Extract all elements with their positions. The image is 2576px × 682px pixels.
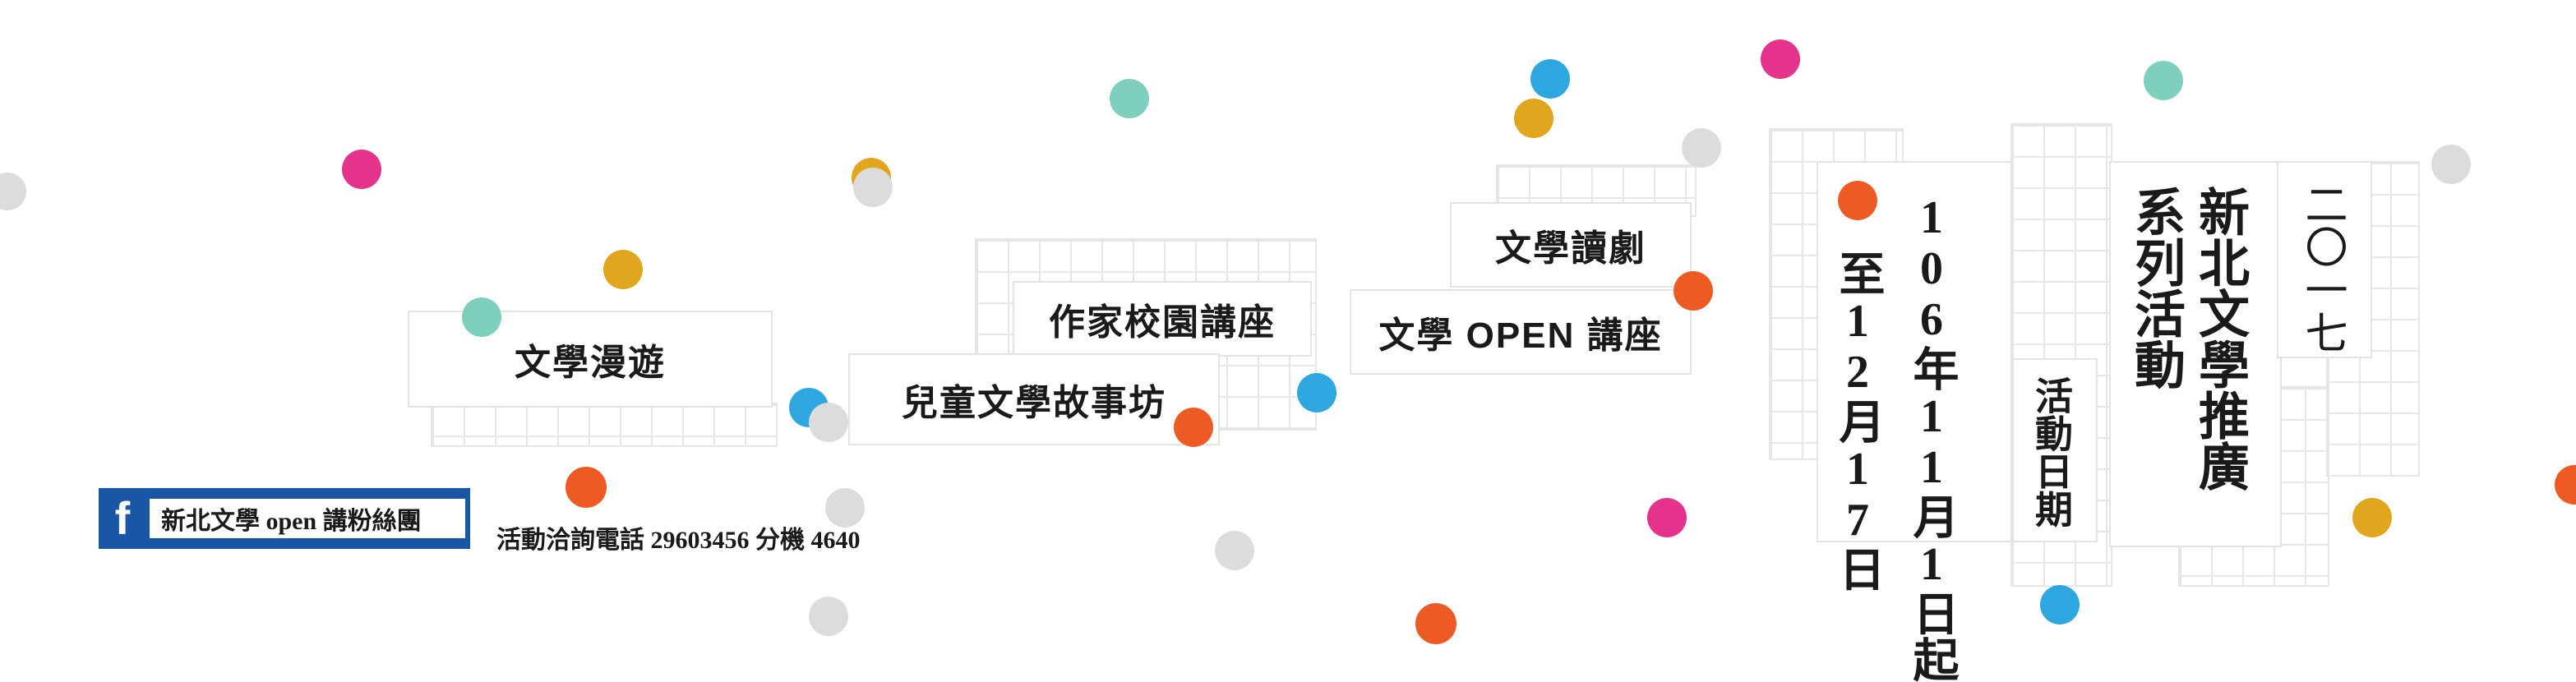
dot-teal: [462, 297, 501, 337]
dot-pink: [342, 150, 381, 189]
series-title-line2: 系列活動: [2126, 186, 2182, 389]
dot-gray: [809, 597, 848, 636]
dot-blue: [1297, 373, 1336, 412]
dot-gray: [825, 488, 865, 528]
dot-yellow: [1514, 99, 1553, 138]
dot-gray: [2431, 145, 2471, 184]
dot-orange: [566, 467, 607, 508]
dot-gray: [1682, 128, 1721, 168]
dot-gray: [0, 173, 26, 210]
event-end-date: 至12月17日: [1832, 250, 1883, 592]
program-label: 作家校園講座: [1049, 302, 1276, 343]
program-label: 文學讀劇: [1495, 228, 1646, 269]
program-label: 文學漫遊: [515, 343, 666, 383]
dot-orange: [1673, 271, 1713, 311]
dot-yellow: [2352, 498, 2392, 537]
program-literary-walk: 文學漫遊: [408, 311, 773, 408]
series-title-panel: [2109, 161, 2282, 547]
program-literary-reading-drama: 文學讀劇: [1450, 202, 1692, 288]
dot-teal: [1110, 79, 1149, 118]
facebook-f-icon: f: [114, 492, 131, 544]
dot-yellow: [603, 250, 643, 289]
dot-gray: [809, 403, 848, 442]
dot-gray: [853, 168, 893, 207]
grid-left: [431, 403, 778, 447]
series-year: 二〇一七: [2298, 182, 2345, 353]
event-start-date: 106年11月1日起: [1906, 192, 1957, 682]
dot-orange: [1174, 408, 1213, 447]
event-dates-panel: [1817, 161, 2012, 542]
event-dates-label: 活動日期: [2030, 376, 2072, 528]
program-label: 文學 OPEN 講座: [1378, 316, 1663, 356]
dot-pink: [1647, 498, 1687, 537]
series-title-line1: 新北文學推廣: [2191, 186, 2246, 491]
dot-orange: [2555, 465, 2576, 505]
contact-phone: 活動洽詢電話 29603456 分機 4640: [496, 527, 861, 554]
dot-blue: [2040, 585, 2080, 624]
dot-pink: [1761, 39, 1800, 79]
dot-orange: [1415, 603, 1457, 644]
series-year-frame: [2277, 161, 2372, 358]
facebook-fan-page-button[interactable]: f 新北文學 open 講粉絲團: [99, 488, 470, 549]
program-label: 兒童文學故事坊: [902, 383, 1166, 423]
event-dates-label-frame: [2012, 358, 2098, 542]
program-writer-campus-lecture: 作家校園講座: [1013, 281, 1312, 357]
dot-orange: [1838, 181, 1877, 220]
program-children-story-workshop: 兒童文學故事坊: [848, 353, 1220, 445]
dot-blue: [1530, 59, 1570, 99]
dot-gray: [1215, 531, 1254, 570]
program-literary-open-lecture: 文學 OPEN 講座: [1350, 289, 1692, 375]
facebook-label: 新北文學 open 講粉絲團: [150, 499, 465, 538]
dot-teal: [2144, 61, 2183, 100]
